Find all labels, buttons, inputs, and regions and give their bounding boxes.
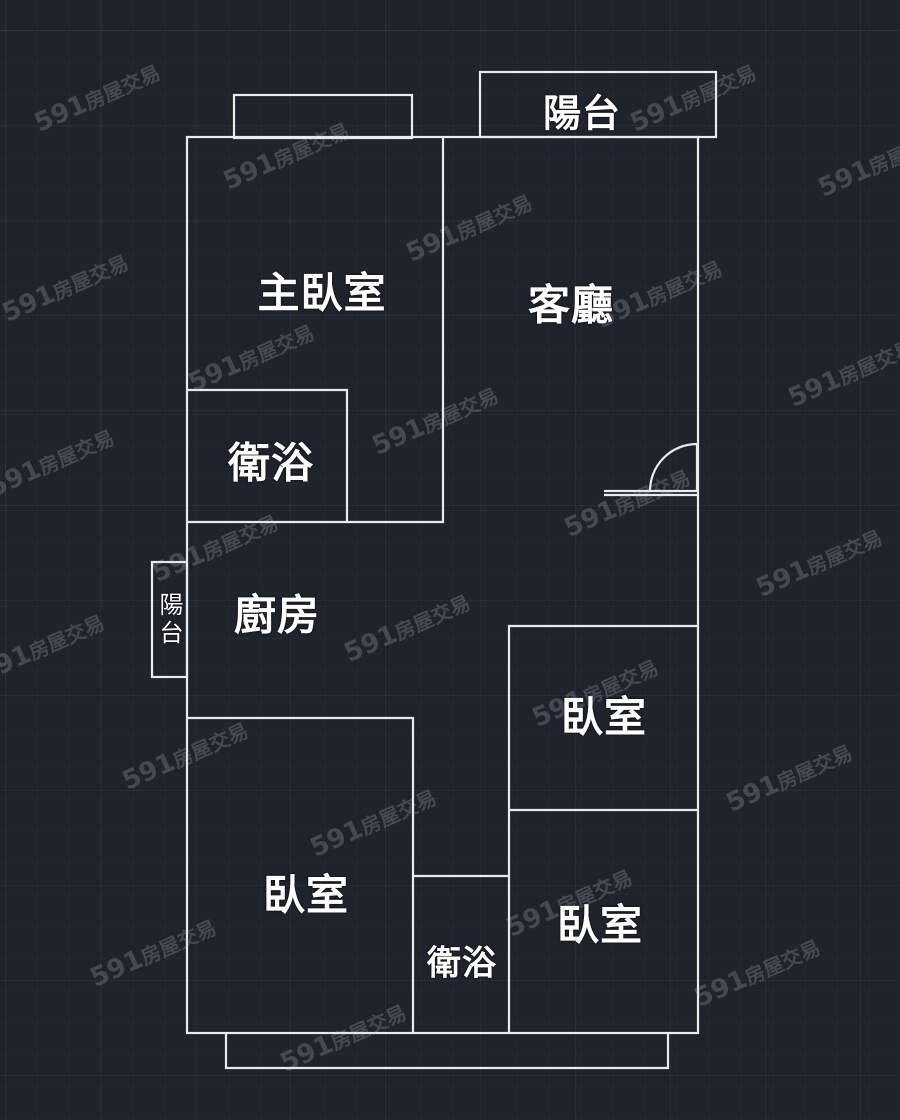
top-bay-window <box>232 93 414 140</box>
right-bedrooms-wall <box>507 624 698 1033</box>
room-label-bedroom-right-lower: 臥室 <box>556 900 644 950</box>
room-label-bathroom-master: 衛浴 <box>227 438 315 488</box>
room-label-living-room: 客廳 <box>527 280 615 330</box>
bottom-balcony-outline <box>224 1033 670 1070</box>
balcony-side-outline <box>150 560 189 679</box>
master-bath-wall <box>187 388 349 522</box>
room-label-bathroom-shared: 衛浴 <box>427 943 497 984</box>
master-bedroom-wall <box>187 137 445 524</box>
room-label-bedroom-left-lower: 臥室 <box>262 870 350 920</box>
room-label-balcony-side: 陽台 <box>155 592 183 648</box>
room-label-bedroom-right-upper: 臥室 <box>560 692 648 742</box>
room-label-master-bedroom: 主臥室 <box>257 268 387 318</box>
left-bedroom-wall <box>187 716 415 1033</box>
entry-door-swing <box>648 442 698 492</box>
room-label-balcony-top: 陽台 <box>542 91 622 136</box>
room-label-kitchen: 廚房 <box>233 590 321 640</box>
